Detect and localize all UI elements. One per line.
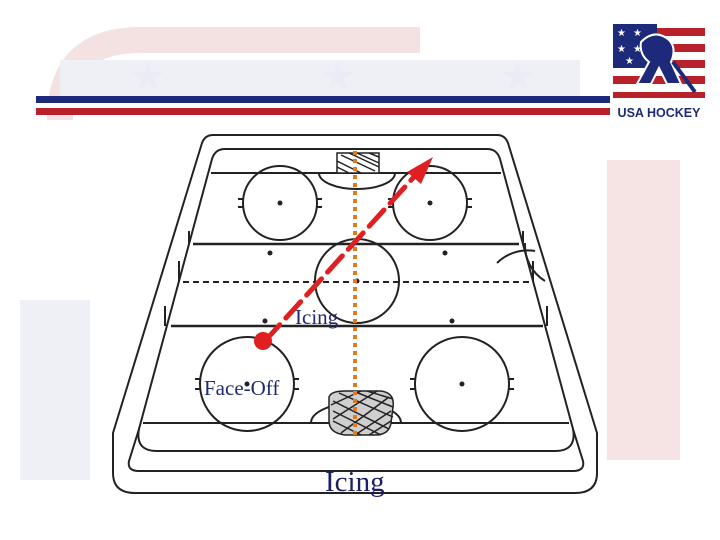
svg-text:★: ★ [617, 44, 626, 55]
rink-boards-outer [112, 134, 598, 494]
far-left-faceoff-circle [242, 165, 318, 241]
usa-hockey-flag-logo: ★★ ★★ ★ USA HOCKEY [611, 22, 707, 120]
near-left-faceoff-circle [199, 336, 295, 432]
svg-text:★: ★ [633, 44, 642, 55]
icing-caption: Icing [325, 466, 385, 498]
svg-text:★: ★ [617, 28, 626, 39]
svg-text:★: ★ [500, 54, 536, 100]
far-goal-crease [318, 172, 396, 190]
svg-text:★: ★ [320, 54, 356, 100]
stripe-blue [36, 96, 610, 103]
puck-path-arrowhead [407, 157, 433, 184]
header-stripes [36, 96, 610, 115]
face-off-label: Face-Off [204, 376, 280, 400]
rink-diagram: Icing Face-Off Icing [105, 121, 607, 516]
logo-text: USA HOCKEY [618, 106, 702, 120]
rink-drawing [112, 134, 598, 494]
far-goal-net [336, 152, 380, 174]
near-goal-net [328, 390, 394, 436]
svg-text:★: ★ [633, 28, 642, 39]
near-right-faceoff-circle [414, 336, 510, 432]
stripe-white [36, 103, 610, 108]
puck-path-arrow [262, 164, 426, 344]
puck-start-dot [254, 332, 272, 350]
svg-text:★: ★ [625, 56, 634, 67]
rink-surface [137, 148, 575, 452]
svg-text:★: ★ [130, 54, 166, 100]
icing-path-label: Icing [295, 305, 339, 329]
stripe-red [36, 108, 610, 115]
